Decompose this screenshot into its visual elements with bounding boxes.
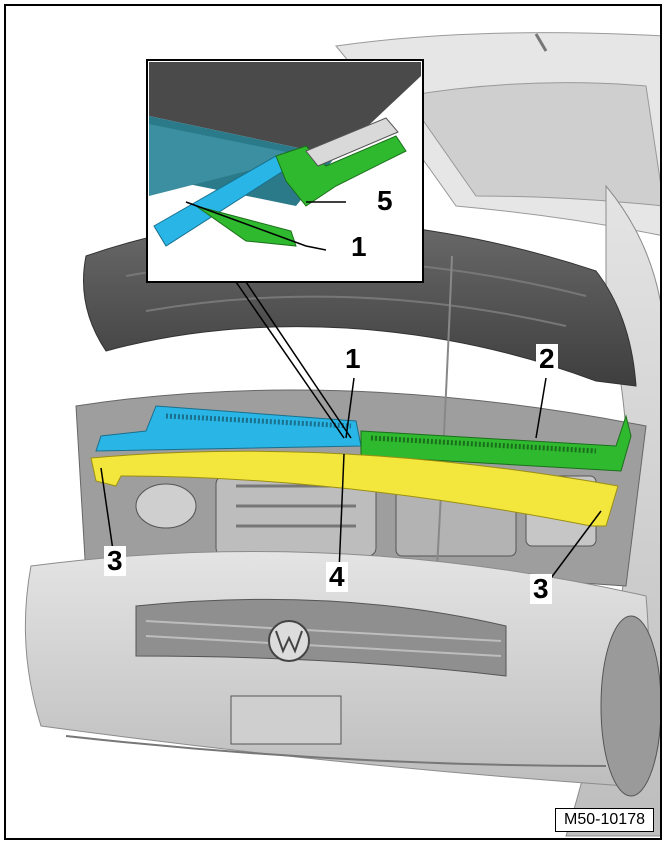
callout-3-right: 3 [530,574,552,604]
car-illustration [24,32,660,837]
callout-2-main: 2 [536,344,558,374]
figure-code: M50-10178 [555,808,654,832]
grille [135,598,507,677]
license-plate [230,695,342,745]
right-wheel [600,615,660,797]
figure-frame: 5 1 1 2 3 4 3 M50-10178 [4,4,662,840]
windshield [405,82,660,207]
antenna [534,33,548,52]
callout-3-left: 3 [104,546,126,576]
leader-lines [100,201,602,583]
yellow-part [90,450,619,527]
callout-1-main: 1 [342,344,364,374]
callout-5-detail: 5 [374,186,396,216]
callout-1-detail: 1 [348,232,370,262]
callout-4-main: 4 [326,562,348,592]
vw-logo-icon [268,620,310,662]
blue-part [95,405,362,452]
detail-inset [146,59,424,283]
